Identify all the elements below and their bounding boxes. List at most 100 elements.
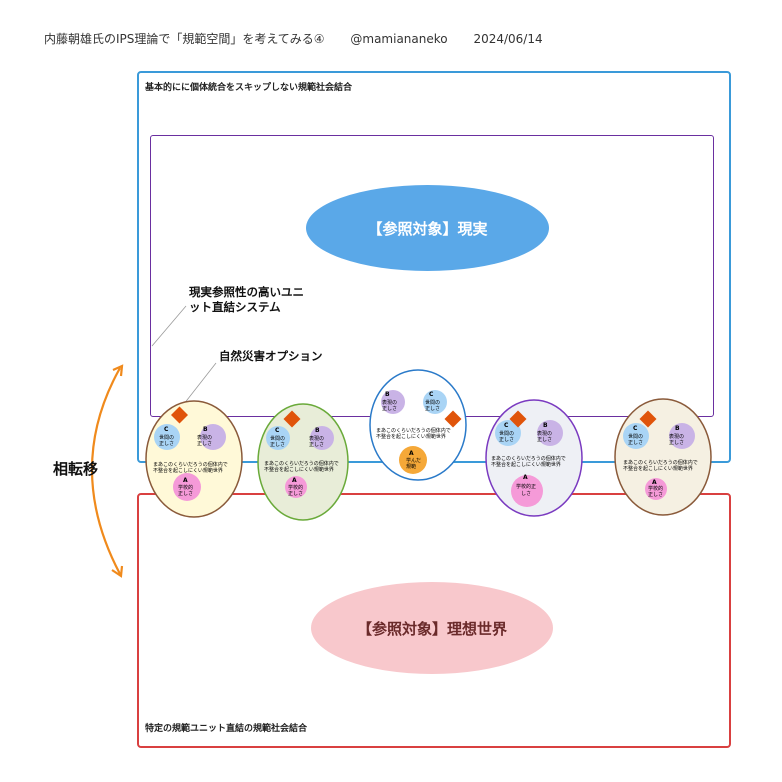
unit1-a-text1: 学校的 <box>178 484 193 491</box>
unit1-a-text2: 正しさ <box>178 490 193 497</box>
phase-transition-arrow <box>91 367 121 575</box>
unit5-mid1: まあこのくらいだろうの個体内で <box>623 459 698 466</box>
unit5-a-text2: 正しさ <box>648 491 663 498</box>
outer-box-label: 基本的にに個体統合をスキップしない規範社会結合 <box>145 83 353 93</box>
unit3-c-letter: C <box>429 391 434 398</box>
unit2-b-letter: B <box>315 427 320 434</box>
unit4-c-circle <box>495 420 521 446</box>
unit1-c-circle <box>154 424 180 450</box>
unit-circle-4: C 世間の 正しさ B 表現の 正しさ まあこのくらいだろうの個体内で 不整合を… <box>485 399 583 517</box>
unit-circle-5: C 世間の 正しさ B 表現の 正しさ まあこのくらいだろうの個体内で 不整合を… <box>614 398 712 516</box>
unit3-b-text2: 正しさ <box>382 405 397 412</box>
unit-circle-2: C 世間の 正しさ B 表現の 正しさ まあこのくらいだろうの個体内で 不整合を… <box>257 403 349 521</box>
unit1-b-circle <box>200 424 226 450</box>
unit5-c-text2: 正しさ <box>628 439 643 446</box>
unit2-a-circle <box>285 476 307 498</box>
unit5-b-text2: 正しさ <box>669 439 684 446</box>
unit3-mid1: まあこのくらいだろうの個体内で <box>376 427 451 434</box>
unit4-c-text1: 世間の <box>499 430 514 437</box>
unit2-c-circle <box>266 426 290 450</box>
unit1-diamond <box>171 406 188 424</box>
unit3-c-circle <box>423 390 447 414</box>
disaster-callout: 自然災害オプション <box>219 349 323 363</box>
unit1-a-circle <box>173 473 201 501</box>
system-callout-line <box>151 305 187 347</box>
unit3-b-circle <box>381 390 405 414</box>
unit1-c-letter: C <box>164 426 169 433</box>
reality-ellipse-label: 【参照対象】現実 <box>367 219 488 238</box>
unit1-b-text1: 表現の <box>197 434 212 441</box>
unit5-a-circle <box>645 478 667 500</box>
unit5-a-text1: 学校的 <box>648 485 663 492</box>
unit4-mid2: 不整合を起こしにくい規範世界 <box>491 461 561 468</box>
unit2-a-letter: A <box>292 477 297 484</box>
system-callout-line2: ット直結システム <box>189 300 281 314</box>
unit1-mid1: まあこのくらいだろうの個体内で <box>153 461 228 468</box>
unit2-a-text1: 学校的 <box>288 484 303 491</box>
header-date: 2024/06/14 <box>473 32 543 46</box>
unit3-mid2: 不整合を起こしにくい規範世界 <box>376 433 446 440</box>
unit2-c-text2: 正しさ <box>270 441 285 448</box>
unit3-b-letter: B <box>385 391 390 398</box>
header: 内藤朝雄氏のIPS理論で「規範空間」を考えてみる④ @mamiananeko 2… <box>44 30 565 47</box>
unit4-b-text2: 正しさ <box>537 436 552 443</box>
unit1-b-text2: 正しさ <box>197 440 212 447</box>
unit5-b-circle <box>669 423 695 449</box>
unit5-a-letter: A <box>652 479 657 486</box>
unit5-b-letter: B <box>675 425 680 432</box>
unit5-b-text1: 表現の <box>669 433 684 440</box>
unit3-c-text2: 正しさ <box>425 405 440 412</box>
unit1-a-letter: A <box>183 477 188 484</box>
unit3-a-letter: A <box>409 450 414 457</box>
unit2-diamond <box>283 410 301 428</box>
unit4-a-circle <box>511 475 543 507</box>
unit2-b-circle <box>310 426 334 450</box>
unit2-b-text1: 表現の <box>309 435 324 442</box>
arrow-head-bottom <box>111 565 124 578</box>
unit3-diamond <box>444 410 462 428</box>
unit4-a-alt4: しさ <box>521 490 531 497</box>
unit3-a-alt1: 学んだ <box>406 457 421 464</box>
unit3-c-text1: 世間の <box>425 399 440 406</box>
unit2-b-text2: 正しさ <box>309 441 324 448</box>
header-title: 内藤朝雄氏のIPS理論で「規範空間」を考えてみる④ <box>44 32 325 46</box>
unit4-b-circle <box>537 420 563 446</box>
unit5-c-text1: 世間の <box>628 433 643 440</box>
unit4-a-alt3: 学校的正 <box>516 483 536 490</box>
unit1-b-letter: B <box>203 426 208 433</box>
unit4-b-letter: B <box>543 422 548 429</box>
lower-red-box <box>137 493 731 748</box>
unit4-b-text1: 表現の <box>537 430 552 437</box>
unit5-c-letter: C <box>633 425 638 432</box>
unit3-a-alt2: 規範 <box>406 463 416 470</box>
system-callout-line1: 現実参照性の高いユニ <box>189 285 304 299</box>
unit1-c-text2: 正しさ <box>159 440 174 447</box>
lower-box-label: 特定の規範ユニット直結の規範社会結合 <box>145 724 308 734</box>
unit4-c-letter: C <box>504 422 509 429</box>
unit2-a-text2: 正しさ <box>288 490 303 497</box>
unit2-mid1: まあこのくらいだろうの個体内で <box>264 460 339 467</box>
unit4-mid1: まあこのくらいだろうの個体内で <box>491 455 566 462</box>
ideal-ellipse-label: 【参照対象】理想世界 <box>356 619 507 638</box>
system-callout: 現実参照性の高いユニ ット直結システム <box>189 285 304 315</box>
unit2-c-text1: 世間の <box>270 435 285 442</box>
unit2-c-letter: C <box>275 427 280 434</box>
unit3-a-circle <box>399 446 427 474</box>
unit5-c-circle <box>623 423 649 449</box>
header-author: @mamiananeko <box>350 32 448 46</box>
unit5-mid2: 不整合を起こしにくい規範世界 <box>623 465 693 472</box>
unit4-a-letter: A <box>523 474 528 481</box>
ideal-ellipse: 【参照対象】理想世界 <box>311 582 553 674</box>
arrow-head-top <box>112 364 124 377</box>
unit4-c-text2: 正しさ <box>499 436 514 443</box>
unit1-c-text1: 世間の <box>159 434 174 441</box>
unit2-mid2: 不整合を起こしにくい規範世界 <box>264 466 334 473</box>
unit1-mid2: 不整合を起こしにくい規範世界 <box>153 467 223 474</box>
unit4-diamond <box>509 410 527 428</box>
unit-circle-3: B 表現の 正しさ C 世間の 正しさ まあこのくらいだろうの個体内で 不整合を… <box>369 369 467 481</box>
unit5-diamond <box>639 410 657 428</box>
reality-ellipse: 【参照対象】現実 <box>306 185 549 271</box>
unit3-b-text1: 表現の <box>382 399 397 406</box>
unit-circle-1: C 世間の 正しさ B 表現の 正しさ まあこのくらいだろうの個体内で 不整合を… <box>145 400 243 518</box>
